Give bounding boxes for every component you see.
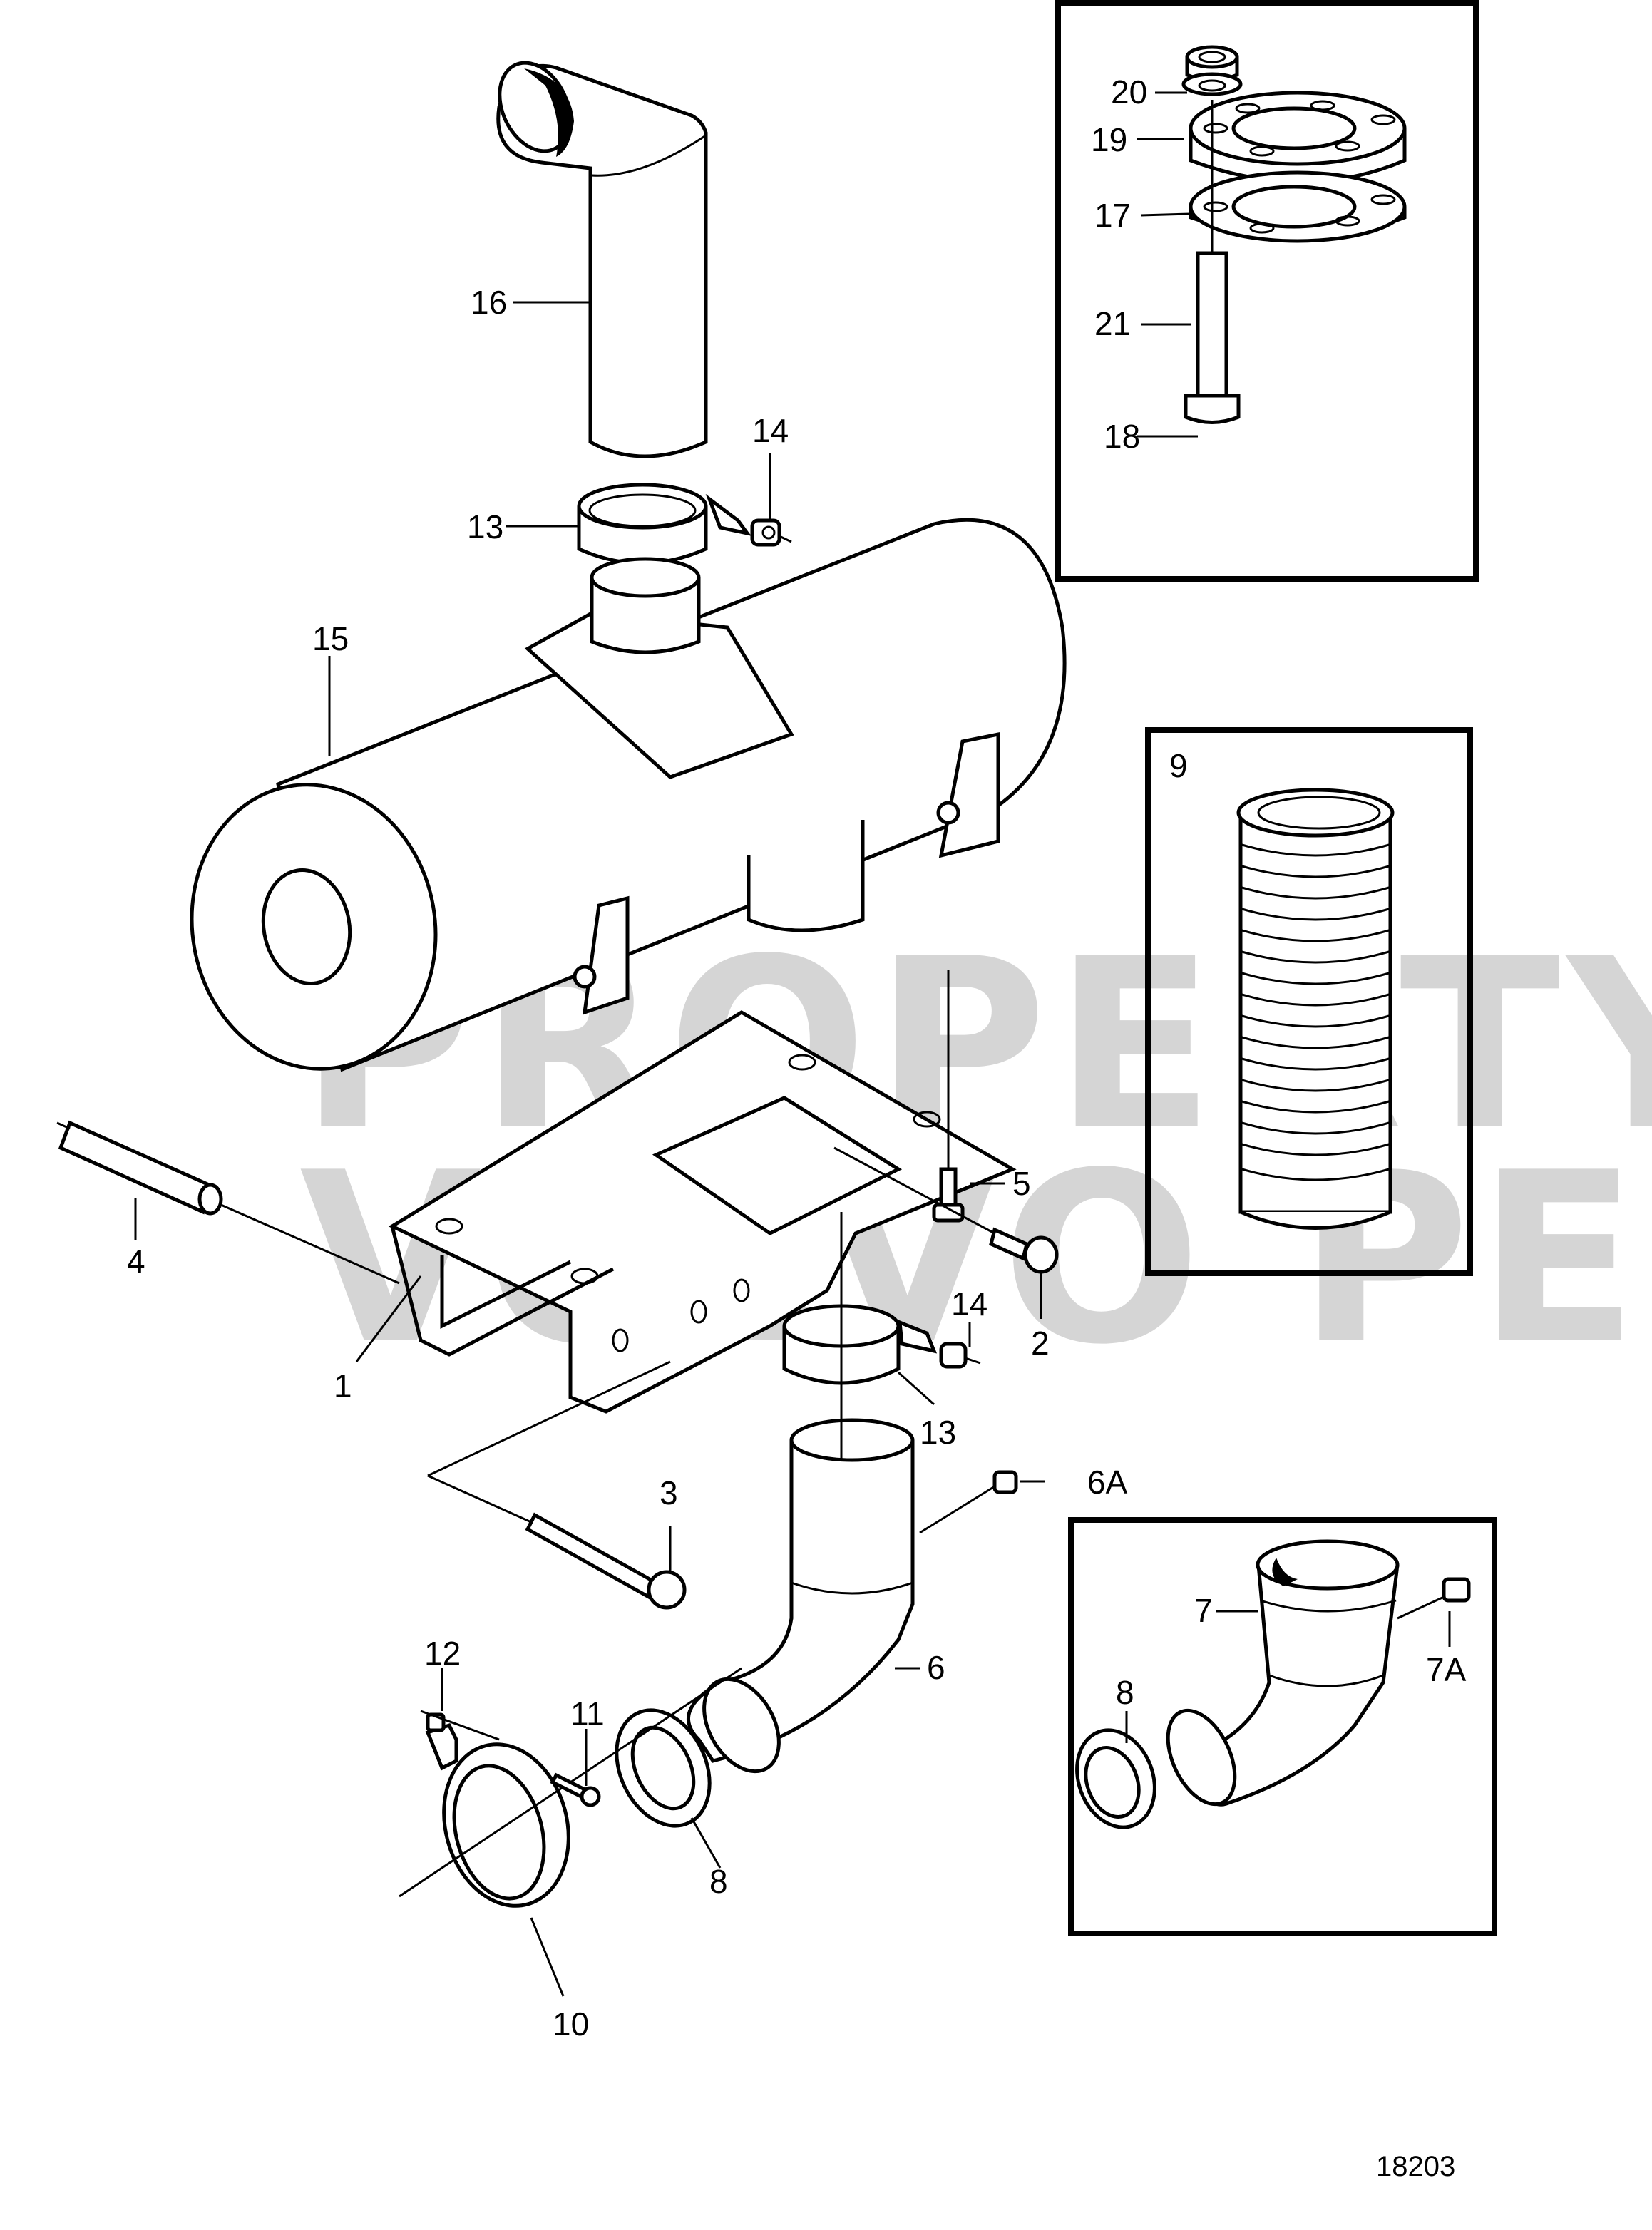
part-6a-plug[interactable]	[919, 1470, 1018, 1534]
callout-2: 2	[1031, 1325, 1050, 1362]
inset-alternative-elbow	[1064, 1517, 1497, 1936]
part-4-spacer-sleeve[interactable]	[56, 1120, 400, 1285]
callout-3: 3	[660, 1474, 678, 1511]
callout-12: 12	[424, 1635, 461, 1672]
part-19-washer[interactable]	[1181, 72, 1243, 96]
figure-number: 18203	[1376, 2151, 1455, 2182]
inset-flex-bellows	[1145, 727, 1473, 1276]
callout-7a: 7A	[1426, 1651, 1467, 1688]
callout-13-upper: 13	[467, 508, 503, 545]
callout-8-inset: 8	[1116, 1674, 1134, 1711]
part-13-upper-clamp[interactable]	[577, 483, 751, 565]
part-5-screw[interactable]	[932, 970, 965, 1223]
leader-lines	[134, 91, 1451, 1997]
part-1-mounting-bracket[interactable]	[388, 1010, 1017, 1414]
callout-16: 16	[471, 284, 507, 321]
callout-18: 18	[1104, 418, 1140, 455]
callout-11: 11	[570, 1695, 605, 1732]
callout-10: 10	[553, 2005, 589, 2043]
callout-15: 15	[312, 620, 349, 657]
callout-21: 21	[1094, 305, 1131, 342]
part-16-tail-pipe[interactable]	[486, 51, 708, 458]
part-12-nut[interactable]	[420, 1710, 500, 1741]
callout-13-lower: 13	[920, 1414, 956, 1451]
part-21-gasket[interactable]	[1189, 170, 1407, 243]
part-3-long-bolt[interactable]	[427, 1360, 687, 1610]
callout-19: 19	[1091, 121, 1127, 158]
callout-4: 4	[127, 1243, 145, 1280]
part-7a-plug[interactable]	[1397, 1577, 1471, 1620]
part-18-bolt[interactable]	[1184, 100, 1241, 424]
part-14-lower-nut[interactable]	[939, 1342, 981, 1369]
part-8-seal-inset[interactable]	[1064, 1719, 1168, 1838]
callout-20: 20	[1111, 73, 1147, 111]
part-14-upper-nut[interactable]	[750, 518, 792, 547]
part-7-elbow[interactable]	[1154, 1539, 1400, 1814]
callout-6a: 6A	[1087, 1464, 1128, 1501]
callout-5: 5	[1012, 1165, 1031, 1202]
callout-7: 7	[1194, 1592, 1213, 1629]
callout-14-lower: 14	[951, 1285, 987, 1322]
part-11-screw[interactable]	[550, 1772, 601, 1807]
part-2-bolt[interactable]	[833, 1146, 1059, 1274]
part-9-flexible-bellows[interactable]	[1236, 788, 1395, 1230]
part-6-exhaust-elbow[interactable]	[686, 1212, 915, 1784]
callout-8: 8	[709, 1863, 728, 1900]
part-15-silencer[interactable]	[170, 518, 1067, 1088]
callout-14-upper: 14	[752, 412, 789, 449]
callout-1: 1	[334, 1367, 352, 1404]
inset-flange-kit	[1055, 0, 1479, 582]
callout-9: 9	[1169, 747, 1188, 784]
part-17-flange[interactable]	[1189, 91, 1407, 184]
callout-6: 6	[927, 1649, 945, 1686]
part-8-rubber-seal[interactable]	[599, 1695, 728, 1841]
callout-17: 17	[1094, 197, 1131, 234]
callout-labels: 16 13 14 15 4 1 5 2 14 13 3 6A 6 12 11 8…	[127, 73, 1467, 2043]
